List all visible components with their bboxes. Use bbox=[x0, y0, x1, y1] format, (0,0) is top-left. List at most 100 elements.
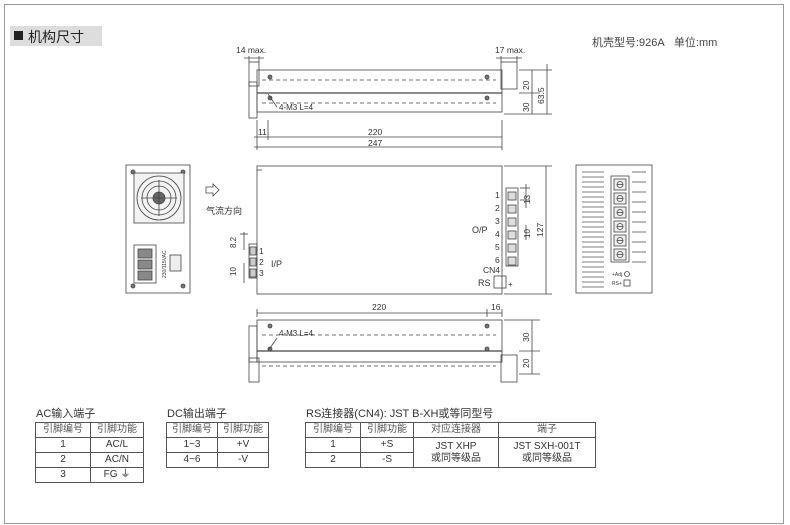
output-terminal-strip bbox=[610, 175, 630, 263]
output-pin-5: 5 bbox=[495, 242, 500, 252]
output-pin-3: 3 bbox=[495, 216, 500, 226]
table-cell: -S bbox=[360, 452, 414, 468]
output-pin-1: 1 bbox=[495, 190, 500, 200]
table-cell: 1 bbox=[305, 437, 361, 453]
adj-label: +Adj. bbox=[612, 272, 624, 278]
terminal-equivalent: 或同等级品 bbox=[522, 452, 572, 464]
case-model: 机壳型号:926A bbox=[592, 37, 665, 49]
left-end-view: 230/115VAC bbox=[125, 164, 191, 294]
dim-17max: 17 max. bbox=[495, 45, 525, 55]
cn4-label: CN4 bbox=[483, 265, 500, 275]
fan-icon bbox=[136, 175, 182, 221]
sheet-frame bbox=[4, 4, 784, 524]
end-panel bbox=[125, 164, 191, 294]
table-row: 1~3+V bbox=[166, 437, 269, 453]
bullet-square-icon bbox=[14, 31, 23, 40]
top-view: 4-M3 L=4 14 max. 17 max. 20 30 63.5 11 2… bbox=[236, 45, 552, 150]
bottom-left-flange bbox=[248, 325, 258, 363]
table-header-row: 引脚编号 引脚功能 对应连接器 端子 bbox=[305, 422, 596, 438]
dim-20-bottom: 20 bbox=[521, 358, 531, 368]
bottom-right-bracket bbox=[500, 354, 518, 383]
ac-table-title: AC输入端子 bbox=[36, 408, 96, 420]
table-header-cell: 引脚编号 bbox=[35, 422, 91, 438]
table-header-cell: 引脚编号 bbox=[166, 422, 218, 438]
table-cell: +S bbox=[360, 437, 414, 453]
screw-note-bottom: 4-M3 L=4 bbox=[279, 329, 314, 338]
screw-leader bbox=[267, 93, 278, 108]
dim-10-output: 10 bbox=[523, 229, 532, 238]
bottom-view: 220 16 4-M3 L=4 30 20 bbox=[248, 302, 540, 383]
rs-plus-label: RS+ bbox=[612, 281, 622, 287]
table-header-cell: 引脚编号 bbox=[305, 422, 361, 438]
connector-name: JST XHP bbox=[435, 440, 477, 452]
table-header-cell: 引脚功能 bbox=[90, 422, 144, 438]
screw-hole bbox=[267, 74, 273, 80]
ip-pin-2: 2 bbox=[259, 257, 264, 267]
output-pin-2: 2 bbox=[495, 203, 500, 213]
rs-connector bbox=[493, 275, 507, 289]
top-left-flange bbox=[248, 81, 258, 119]
table-cell: 2 bbox=[35, 452, 91, 468]
dim-63-5: 63.5 bbox=[536, 87, 546, 104]
front-view: 1 2 3 I/P 8.2 10 1 2 3 4 5 6 O/P CN4 RS … bbox=[229, 165, 552, 295]
rs-table-title: RS连接器(CN4): JST B-XH或等同型号 bbox=[306, 408, 494, 420]
table-cell: AC/N bbox=[90, 452, 144, 468]
table-cell: AC/L bbox=[90, 437, 144, 453]
dim-30: 30 bbox=[521, 102, 531, 112]
output-terminal-block bbox=[505, 187, 519, 267]
section-header: 机构尺寸 bbox=[10, 26, 102, 46]
table-cell: 4~6 bbox=[166, 452, 218, 468]
voltage-switch bbox=[169, 254, 182, 272]
dim-220: 220 bbox=[368, 127, 382, 137]
dim-30-bottom: 30 bbox=[521, 332, 531, 342]
table-cell: -V bbox=[217, 452, 269, 468]
dim-11: 11 bbox=[258, 127, 267, 137]
rs-socket bbox=[623, 279, 631, 287]
table-header-cell: 引脚功能 bbox=[217, 422, 269, 438]
table-cell: 3 bbox=[35, 467, 91, 483]
table-row: 4~6-V bbox=[166, 452, 269, 468]
dim-220-bottom: 220 bbox=[372, 302, 386, 312]
bottom-left-bracket bbox=[248, 357, 260, 383]
screw-hole bbox=[484, 95, 490, 101]
output-pin-6: 6 bbox=[495, 255, 500, 265]
ip-pin-3: 3 bbox=[259, 268, 264, 278]
ip-label: I/P bbox=[271, 259, 282, 269]
right-end-view: +Adj. RS+ bbox=[575, 164, 653, 294]
table-cell: FG ⏚ bbox=[90, 467, 144, 483]
airflow-label: 气流方向 bbox=[206, 205, 242, 216]
table-cell: 1 bbox=[35, 437, 91, 453]
table-cell: +V bbox=[217, 437, 269, 453]
table-header-row: 引脚编号 引脚功能 bbox=[166, 422, 269, 438]
dim-16: 16 bbox=[491, 302, 501, 312]
table-cell: 1~3 bbox=[166, 437, 218, 453]
table-cell: 2 bbox=[305, 452, 361, 468]
table-row: 2 -S bbox=[305, 452, 596, 468]
table-header-cell: 对应连接器 bbox=[413, 422, 499, 438]
top-left-bracket bbox=[248, 61, 260, 87]
terminal-screws bbox=[613, 178, 627, 261]
dim-8-2: 8.2 bbox=[229, 236, 238, 248]
dim-20: 20 bbox=[521, 80, 531, 90]
table-header-row: 引脚编号 引脚功能 bbox=[35, 422, 144, 438]
screw-note: 4-M3 L=4 bbox=[279, 103, 314, 112]
dim-10-input: 10 bbox=[229, 267, 238, 276]
adj-potentiometer-icon bbox=[624, 271, 630, 277]
output-pin-4: 4 bbox=[495, 229, 500, 239]
ac-terminal-block bbox=[133, 244, 157, 284]
airflow-arrow-icon bbox=[205, 183, 220, 197]
voltage-label: 230/115VAC bbox=[162, 250, 168, 278]
dim-14max: 14 max. bbox=[236, 45, 266, 55]
model-unit-label: 机壳型号:926A 单位:mm bbox=[592, 34, 717, 50]
dim-247: 247 bbox=[368, 138, 382, 148]
connector-equivalent: 或同等级品 bbox=[431, 452, 481, 464]
output-end-panel bbox=[575, 164, 653, 294]
front-body bbox=[256, 165, 503, 295]
